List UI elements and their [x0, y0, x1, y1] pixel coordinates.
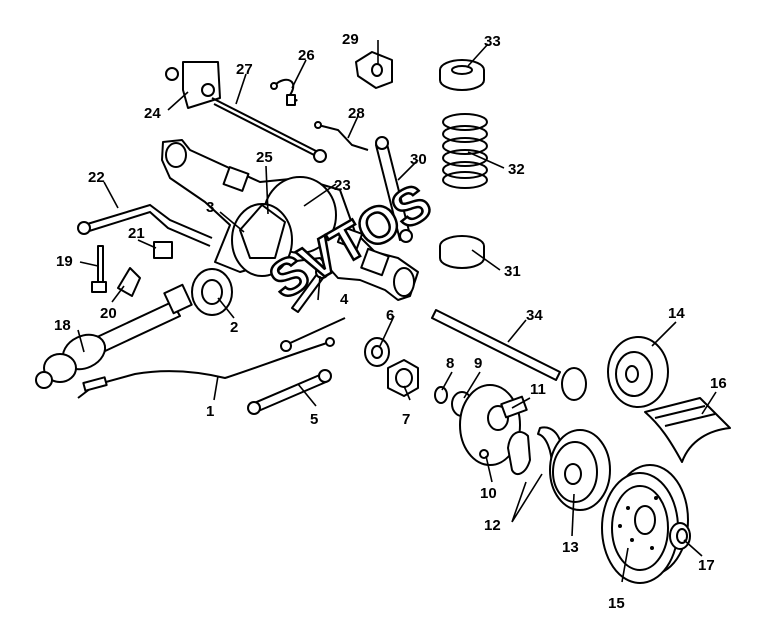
label-9: 9: [474, 355, 482, 372]
part-5-lower-arm: [247, 369, 332, 415]
part-8-seal: [434, 386, 448, 404]
part-20-bracket: [117, 267, 141, 297]
part-16-mud-guard: [644, 397, 731, 463]
label-10: 10: [480, 485, 497, 502]
label-14: 14: [668, 305, 685, 322]
part-1-handbrake-cable: [77, 337, 335, 399]
part-29-mount-bracket: [355, 51, 393, 89]
part-22-anti-roll-bar: [77, 203, 213, 247]
part-34-half-shaft: [431, 309, 587, 401]
part-labels: 1 2 3 4 5 6 7 8 9 10 11 12 13 14 15 16 1…: [54, 31, 727, 612]
label-12: 12: [484, 517, 501, 534]
label-31: 31: [504, 263, 521, 280]
part-30-shock-absorber: [375, 136, 413, 243]
label-4: 4: [340, 291, 349, 308]
label-26: 26: [298, 47, 315, 64]
part-26-sensor-lead: [270, 78, 298, 106]
label-21: 21: [128, 225, 145, 242]
part-27-tie-rod: [211, 97, 327, 163]
label-33: 33: [484, 33, 501, 50]
part-21-bush: [153, 241, 173, 259]
label-6: 6: [386, 307, 394, 324]
part-6-bearing: [364, 337, 390, 367]
label-20: 20: [100, 305, 117, 322]
part-7-hub-flange: [387, 359, 419, 397]
part-17-hub-cap: [669, 522, 691, 550]
label-8: 8: [446, 355, 454, 372]
label-2: 2: [230, 319, 238, 336]
label-24: 24: [144, 105, 161, 122]
label-27: 27: [236, 61, 253, 78]
label-22: 22: [88, 169, 105, 186]
label-25: 25: [256, 149, 273, 166]
label-1: 1: [206, 403, 214, 420]
label-30: 30: [410, 151, 427, 168]
part-14-drum-cover: [607, 336, 669, 408]
label-23: 23: [334, 177, 351, 194]
part-19-bolt: [91, 245, 107, 293]
part-4-link-rod: [280, 265, 346, 352]
label-13: 13: [562, 539, 579, 556]
part-31-spring-seat: [439, 235, 485, 269]
part-13-brake-drum: [549, 429, 611, 511]
part-18-propeller-shaft: [35, 283, 193, 389]
label-15: 15: [608, 595, 625, 612]
label-28: 28: [348, 105, 365, 122]
part-33-insulator: [439, 59, 485, 91]
label-34: 34: [526, 307, 543, 324]
part-15-wheel: [601, 464, 689, 584]
label-5: 5: [310, 411, 318, 428]
label-7: 7: [402, 411, 410, 428]
label-17: 17: [698, 557, 715, 574]
label-16: 16: [710, 375, 727, 392]
leader-lines: [77, 40, 717, 583]
part-24-bracket: [165, 61, 221, 109]
label-29: 29: [342, 31, 359, 48]
label-3: 3: [206, 199, 214, 216]
part-23-axle-housing: [161, 139, 419, 301]
label-18: 18: [54, 317, 71, 334]
label-11: 11: [530, 381, 546, 398]
part-28-brake-hose: [314, 121, 369, 151]
label-19: 19: [56, 253, 73, 270]
part-32-coil-spring: [442, 113, 488, 189]
label-32: 32: [508, 161, 525, 178]
